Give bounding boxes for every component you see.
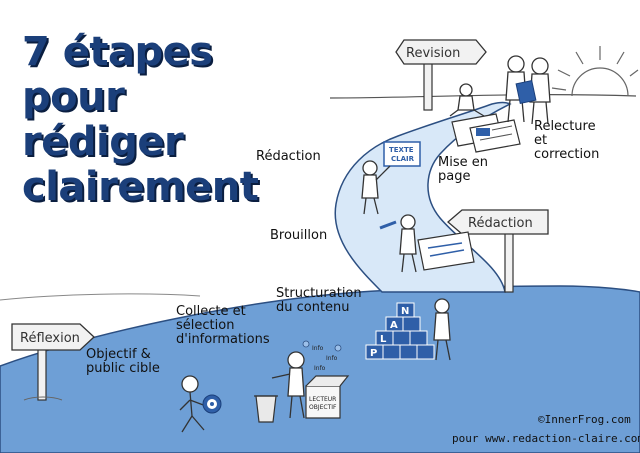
info-tag-2: Info	[326, 355, 338, 362]
step-structuration-line-2: du contenu	[276, 300, 350, 315]
sitting-person-figure	[449, 83, 485, 117]
target-icon	[202, 394, 222, 414]
step-mise-en-page: Mise en page	[438, 156, 488, 184]
plan-block-n: N	[401, 306, 409, 317]
horizon-line	[329, 94, 637, 99]
step-collecte-line-2: sélection	[176, 318, 235, 333]
title-line-1: 7 étapes	[22, 29, 213, 75]
document-icon	[515, 79, 537, 105]
step-mise-line-1: Mise en	[438, 155, 488, 170]
target-person-figure	[179, 375, 207, 433]
step-structuration-line-1: Structuration	[276, 286, 362, 301]
sign-revision-label: Revision	[406, 46, 460, 61]
plan-block-a: A	[390, 320, 398, 331]
step-redaction: Rédaction	[256, 149, 321, 164]
title-line-3: rédiger	[22, 119, 184, 165]
step-relecture: Relecture et correction	[534, 120, 599, 162]
copyright-credit: ©InnerFrog.com	[538, 413, 631, 426]
writer-person-figure	[399, 214, 417, 273]
board-label-1: TEXTE	[389, 146, 414, 154]
builder-person-figure	[433, 298, 451, 361]
board-label-2: CLAIR	[391, 155, 415, 163]
draft-sheet	[417, 231, 475, 271]
pencil-icon	[379, 220, 397, 230]
bin-icon	[254, 395, 278, 423]
presenter-person-figure	[361, 160, 391, 215]
step-objectif-line-2: public cible	[86, 361, 160, 376]
step-collecte-line-3: d'informations	[176, 332, 270, 347]
step-objectif: Objectif & public cible	[86, 348, 160, 376]
step-collecte: Collecte et sélection d'informations	[176, 305, 270, 347]
title-line-4: clairement	[22, 164, 259, 210]
info-tag-1: Info	[312, 345, 324, 352]
box-label-1: LECTEUR	[309, 396, 336, 403]
left-ground-line	[0, 293, 201, 301]
sign-redaction	[447, 209, 549, 293]
sign-reflexion	[11, 323, 95, 401]
page-title: 7 étapes pour rédiger clairement	[22, 30, 262, 210]
lightbulb-icon	[302, 340, 342, 352]
info-tag-3: Info	[314, 365, 326, 372]
step-mise-line-2: page	[438, 169, 471, 184]
step-structuration: Structuration du contenu	[276, 287, 362, 315]
box-label-2: OBJECTIF	[309, 404, 337, 411]
sign-revision	[395, 39, 487, 111]
step-collecte-line-1: Collecte et	[176, 304, 246, 319]
box-icon: LECTEUR OBJECTIF	[305, 375, 350, 419]
step-relecture-line-3: correction	[534, 147, 600, 162]
step-relecture-line-2: et	[534, 133, 548, 148]
plan-block-l: L	[380, 334, 387, 345]
collector-person-figure	[271, 351, 305, 419]
clear-text-board: TEXTE CLAIR	[383, 141, 421, 167]
title-line-2: pour	[22, 74, 125, 120]
step-relecture-line-1: Relecture	[534, 119, 596, 134]
plan-staircase	[365, 302, 435, 360]
website-credit: pour www.redaction-claire.com	[452, 432, 640, 445]
sun-icon	[551, 46, 639, 97]
step-brouillon: Brouillon	[270, 228, 328, 243]
layout-sheets	[451, 113, 521, 153]
sign-reflexion-label: Réflexion	[20, 331, 80, 346]
step-objectif-line-1: Objectif &	[86, 347, 151, 362]
sign-redaction-label: Rédaction	[468, 216, 533, 231]
plan-block-p: P	[370, 348, 377, 359]
